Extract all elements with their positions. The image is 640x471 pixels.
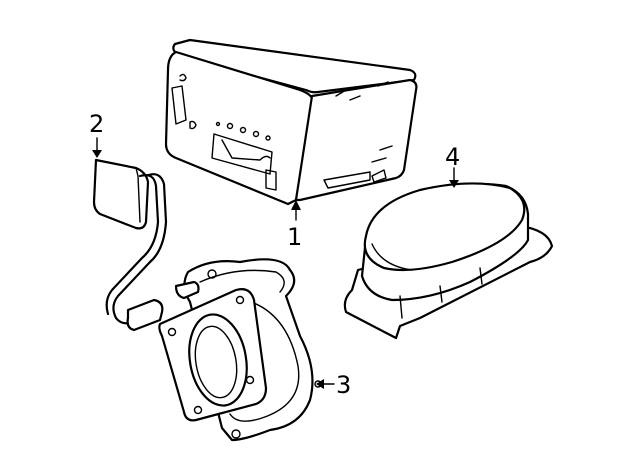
callout-3: 3 bbox=[316, 371, 351, 399]
callout-label-4: 4 bbox=[445, 143, 460, 171]
speaker-bracket-icon bbox=[158, 258, 322, 442]
callout-label-2: 2 bbox=[89, 110, 104, 138]
antenna-module-icon bbox=[92, 158, 168, 332]
callout-2: 2 bbox=[89, 110, 104, 158]
callout-label-3: 3 bbox=[336, 371, 351, 399]
callout-4: 4 bbox=[445, 143, 460, 188]
radio-receiver-icon bbox=[164, 38, 418, 206]
callout-1: 1 bbox=[287, 200, 302, 251]
subwoofer-enclosure-icon bbox=[343, 182, 554, 340]
callout-label-1: 1 bbox=[287, 223, 302, 251]
